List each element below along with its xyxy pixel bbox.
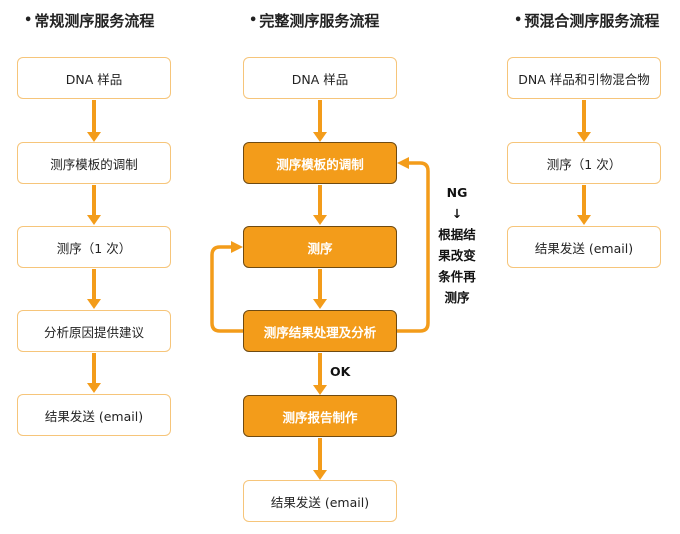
down-arrow-icon (87, 269, 101, 309)
down-arrow-icon (87, 353, 101, 393)
down-arrow-icon (313, 100, 327, 142)
right-loop-arrow (397, 161, 430, 333)
ng-note: NG ↓ 根据结 果改变 条件再 测序 (434, 182, 480, 308)
premix-step-sequencing: 测序（1 次） (507, 142, 661, 184)
title-text: 常规测序服务流程 (34, 12, 155, 30)
standard-step-analysis: 分析原因提供建议 (17, 310, 171, 352)
left-loop-arrow (210, 245, 243, 333)
complete-step-result: 结果发送 (email) (243, 480, 397, 522)
complete-step-template: 测序模板的调制 (243, 142, 397, 184)
down-arrow-glyph: ↓ (451, 206, 463, 221)
premix-step-result: 结果发送 (email) (507, 226, 661, 268)
down-arrow-icon (87, 100, 101, 142)
left-loop-arrowhead-icon (231, 241, 243, 253)
ok-label: OK (330, 364, 351, 379)
complete-step-sequencing: 测序 (243, 226, 397, 268)
down-arrow-icon (313, 185, 327, 225)
ng-note-line: 果改变 (438, 248, 476, 263)
title-text: 预混合测序服务流程 (524, 12, 660, 30)
down-arrow-icon (577, 185, 591, 225)
premix-step-sample: DNA 样品和引物混合物 (507, 57, 661, 99)
bullet: • (514, 13, 523, 28)
down-arrow-icon (87, 185, 101, 225)
ng-label: NG (446, 185, 468, 200)
ng-note-line: 测序 (444, 290, 470, 305)
ng-note-line: 条件再 (438, 269, 476, 284)
bullet: • (24, 13, 33, 28)
standard-step-template: 测序模板的调制 (17, 142, 171, 184)
standard-step-result: 结果发送 (email) (17, 394, 171, 436)
down-arrow-icon (313, 438, 327, 480)
column-title-complete: •完整测序服务流程 (249, 10, 379, 31)
ng-note-line: 根据结 (438, 227, 476, 242)
standard-step-sequencing: 测序（1 次） (17, 226, 171, 268)
down-arrow-icon (577, 100, 591, 142)
right-loop-arrowhead-icon (397, 157, 409, 169)
column-title-standard: •常规测序服务流程 (24, 10, 154, 31)
standard-step-sample: DNA 样品 (17, 57, 171, 99)
down-arrow-icon (313, 269, 327, 309)
column-title-premix: •预混合测序服务流程 (514, 10, 659, 31)
bullet: • (249, 13, 258, 28)
complete-step-report: 测序报告制作 (243, 395, 397, 437)
title-text: 完整测序服务流程 (259, 12, 380, 30)
complete-step-analysis: 测序结果处理及分析 (243, 310, 397, 352)
down-arrow-icon (313, 353, 327, 395)
complete-step-sample: DNA 样品 (243, 57, 397, 99)
